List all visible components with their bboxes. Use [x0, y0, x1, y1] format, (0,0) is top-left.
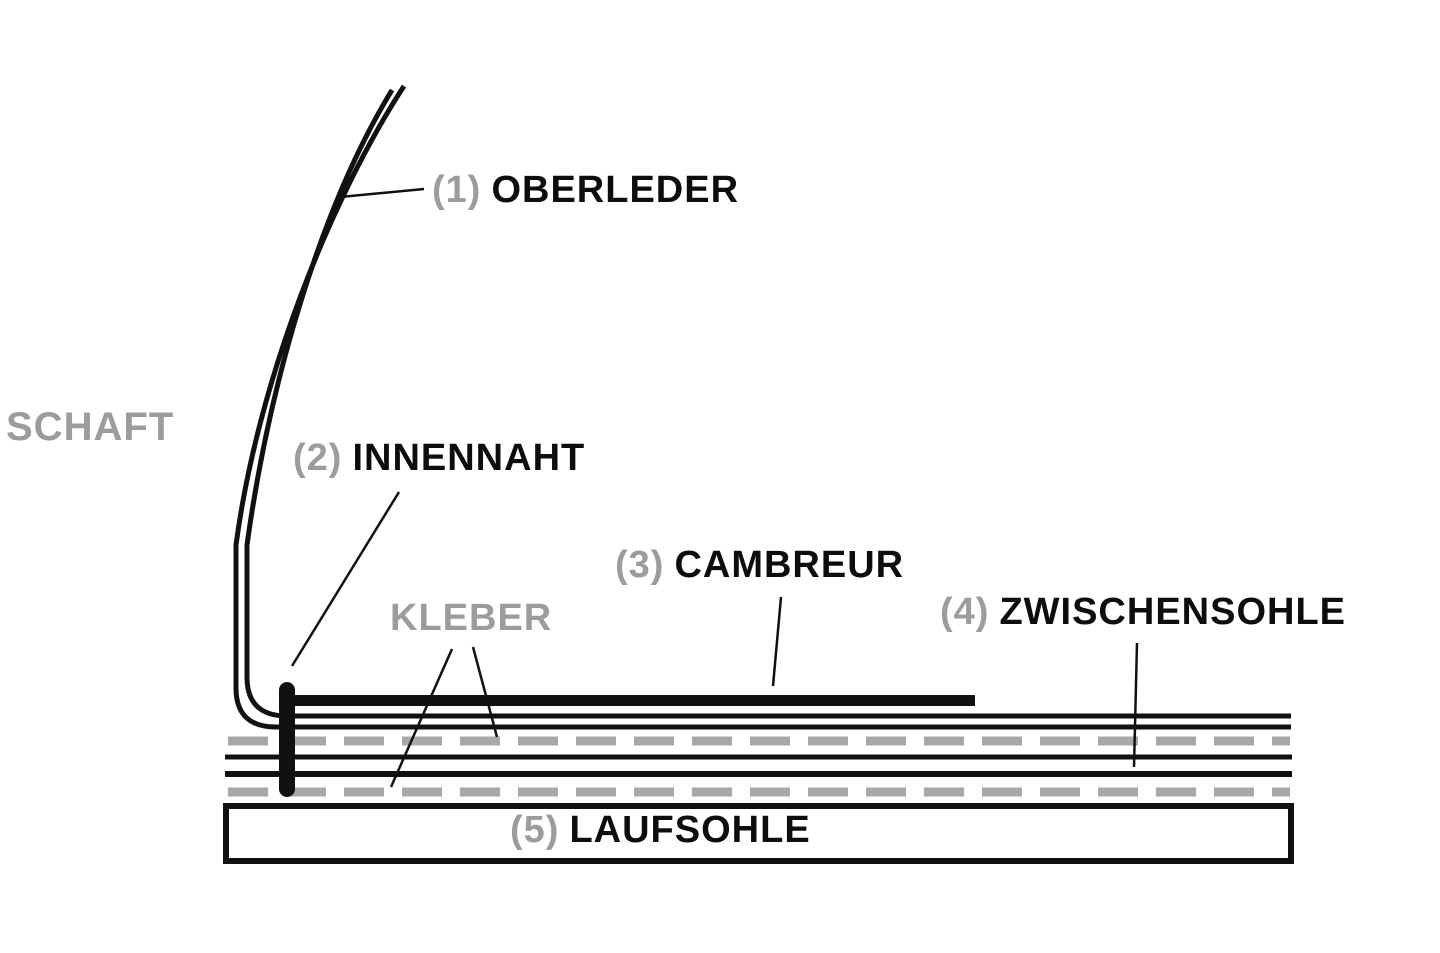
label-schaft-text: SCHAFT — [6, 405, 175, 449]
label-cambreur-number: (3) — [615, 544, 665, 586]
leader-line-zwischensohle — [1132, 642, 1139, 768]
label-innennaht: (2)INNENNAHT — [293, 437, 586, 480]
cambreur-bar — [285, 695, 975, 706]
label-laufsohle-text: LAUFSOHLE — [569, 809, 811, 851]
shaft-inner-curve — [244, 88, 1291, 719]
label-zwischensohle-text: ZWISCHENSOHLE — [999, 591, 1347, 633]
label-kleber-text: KLEBER — [390, 597, 553, 639]
label-zwischensohle-number: (4) — [940, 591, 990, 633]
label-cambreur: (3)CAMBREUR — [615, 544, 905, 587]
label-oberleder: (1)OBERLEDER — [432, 169, 740, 212]
leader-line-innennaht — [290, 491, 401, 667]
label-cambreur-text: CAMBREUR — [674, 544, 905, 586]
outsole-rect — [223, 803, 1294, 864]
shaft-outer-curve — [233, 84, 1291, 730]
leader-line-cambreur — [771, 596, 783, 687]
label-laufsohle-number: (5) — [510, 809, 560, 851]
label-innennaht-text: INNENNAHT — [352, 437, 586, 479]
leader-line-oberleder — [339, 187, 425, 199]
leader-line-kleber-upper — [471, 646, 499, 738]
label-laufsohle: (5)LAUFSOHLE — [510, 809, 811, 852]
label-oberleder-number: (1) — [432, 169, 482, 211]
leader-line-kleber-lower — [389, 648, 454, 788]
label-kleber: KLEBER — [390, 597, 553, 640]
label-innennaht-number: (2) — [293, 437, 343, 479]
label-zwischensohle: (4)ZWISCHENSOHLE — [940, 591, 1347, 634]
label-schaft: SCHAFT — [6, 405, 174, 449]
label-oberleder-text: OBERLEDER — [491, 169, 740, 211]
